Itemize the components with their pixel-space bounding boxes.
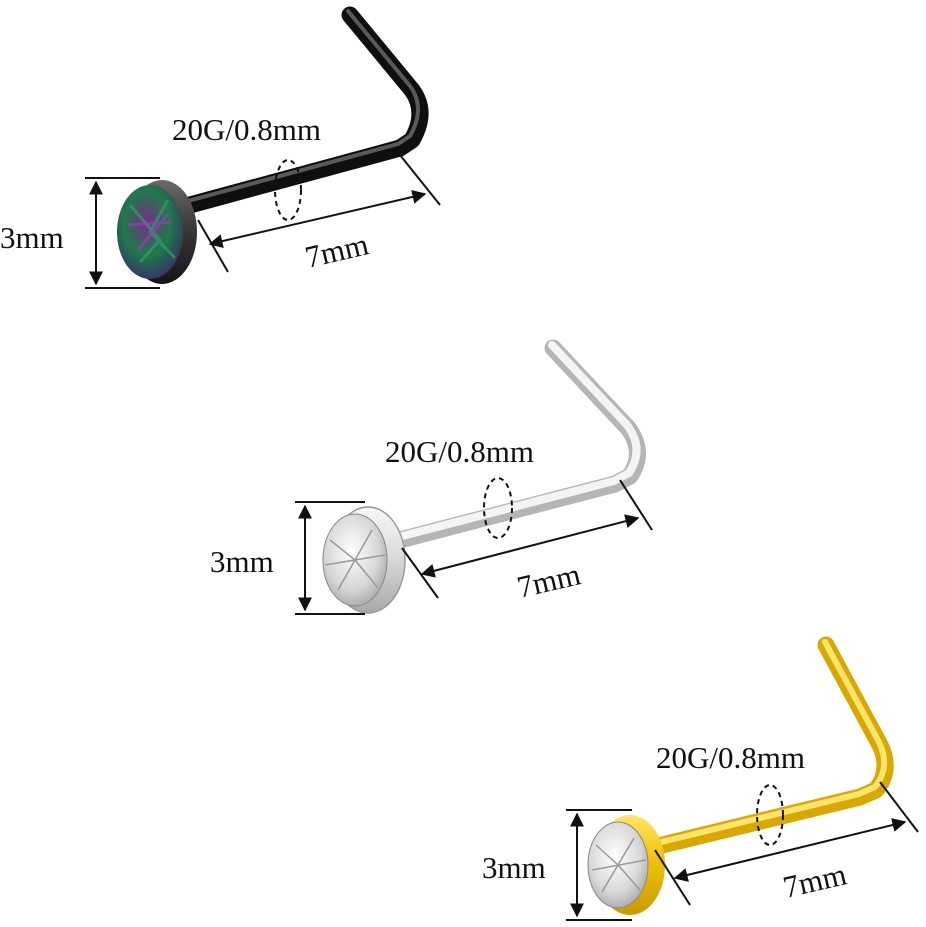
gauge-label-silver: 20G/0.8mm [385,434,534,469]
nose-stud-gold: 20G/0.8mm 7mm 3mm [482,636,919,921]
diameter-label-black: 3mm [0,220,64,255]
length-label-silver: 7mm [514,556,584,604]
post-black [181,6,429,214]
length-arrow-black [208,190,427,248]
gauge-label-black: 20G/0.8mm [172,112,321,147]
length-label-black: 7mm [302,226,372,274]
diameter-label-gold: 3mm [482,850,546,885]
gauge-label-gold: 20G/0.8mm [656,740,805,775]
nose-stud-silver: 20G/0.8mm 7mm 3mm [210,339,653,615]
nose-stud-black: 20G/0.8mm 7mm 3mm [0,6,441,289]
length-arrow-gold [673,818,907,882]
length-label-gold: 7mm [780,856,850,904]
gauge-marker-gold [756,784,784,846]
gauge-marker-black [274,159,302,221]
diameter-label-silver: 3mm [210,544,274,579]
gauge-marker-silver [483,477,513,539]
length-arrow-silver [420,514,640,578]
